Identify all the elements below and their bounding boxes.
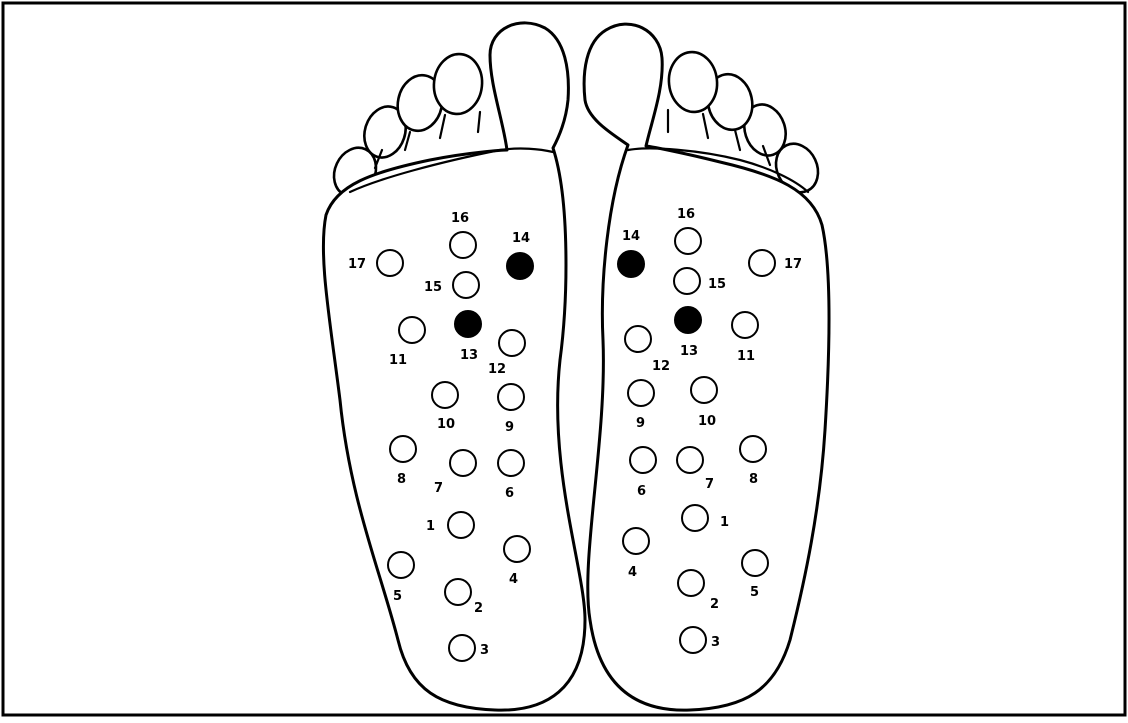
right-point-2-label: 2 [710,597,719,612]
right-point-8-label: 8 [749,472,758,487]
left-point-13-filled-marker [455,311,481,337]
left-foot-outline [323,23,585,710]
right-point-1-label: 1 [720,515,729,530]
right-point-10-marker [691,377,717,403]
right-point-5-label: 5 [750,585,759,600]
left-point-8-marker [390,436,416,462]
right-point-14-label: 14 [622,229,640,244]
right-point-15-label: 15 [708,277,726,292]
left-point-15-label: 15 [424,280,442,295]
right-point-16-marker [675,228,701,254]
right-foot [584,24,829,710]
right-point-9-marker [628,380,654,406]
left-point-9-marker [498,384,524,410]
right-point-15-marker [674,268,700,294]
left-foot [323,23,585,710]
left-point-12-label: 12 [488,362,506,377]
left-point-5-label: 5 [393,589,402,604]
left-point-14-filled-marker [507,253,533,279]
right-point-12-marker [625,326,651,352]
left-point-2-marker [445,579,471,605]
right-point-16-label: 16 [677,207,695,222]
right-point-8-marker [740,436,766,462]
right-point-2-marker [678,570,704,596]
right-point-7-label: 7 [705,477,714,492]
left-point-3-marker [449,635,475,661]
left-point-17-marker [377,250,403,276]
left-point-7-label: 7 [434,481,443,496]
right-point-5-marker [742,550,768,576]
right-point-10-label: 10 [698,414,716,429]
left-point-14-label: 14 [512,231,530,246]
left-point-3-label: 3 [480,643,489,658]
left-point-9-label: 9 [505,420,514,435]
right-point-1-marker [682,505,708,531]
left-point-16-marker [450,232,476,258]
right-point-7-marker [677,447,703,473]
left-point-7-marker [450,450,476,476]
right-point-12-label: 12 [652,359,670,374]
left-point-4-marker [504,536,530,562]
left-point-10-marker [432,382,458,408]
right-point-13-filled-marker [675,307,701,333]
left-point-4-label: 4 [509,572,518,587]
right-point-6-marker [630,447,656,473]
right-point-17-label: 17 [784,257,802,272]
right-point-11-marker [732,312,758,338]
left-point-2-label: 2 [474,601,483,616]
right-point-3-label: 3 [711,635,720,650]
left-point-10-label: 10 [437,417,455,432]
left-point-15-marker [453,272,479,298]
right-point-14-filled-marker [618,251,644,277]
left-point-13-label: 13 [460,348,478,363]
left-point-5-marker [388,552,414,578]
right-point-9-label: 9 [636,416,645,431]
right-point-6-label: 6 [637,484,646,499]
left-point-12-marker [499,330,525,356]
right-point-3-marker [680,627,706,653]
right-point-17-marker [749,250,775,276]
right-point-11-label: 11 [737,349,755,364]
left-point-6-label: 6 [505,486,514,501]
left-point-8-label: 8 [397,472,406,487]
left-point-1-label: 1 [426,519,435,534]
left-point-6-marker [498,450,524,476]
left-point-16-label: 16 [451,211,469,226]
right-point-4-label: 4 [628,565,637,580]
right-point-4-marker [623,528,649,554]
right-point-13-label: 13 [680,344,698,359]
left-point-1-marker [448,512,474,538]
left-point-11-marker [399,317,425,343]
left-point-11-label: 11 [389,353,407,368]
left-point-17-label: 17 [348,257,366,272]
